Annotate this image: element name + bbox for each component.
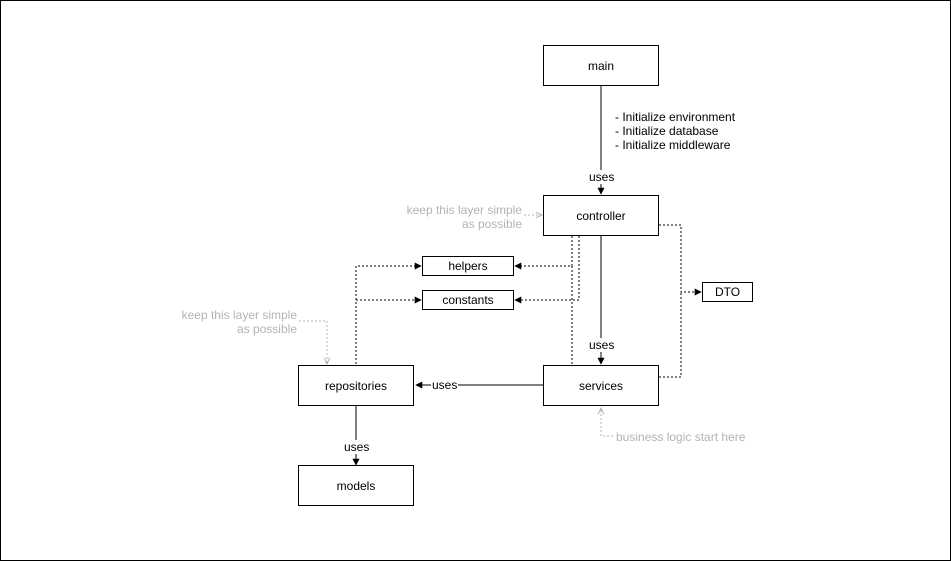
controller-label: controller: [576, 208, 626, 223]
constants-node: constants: [422, 290, 514, 310]
init-note-environment: - Initialize environment: [615, 110, 736, 124]
models-label: models: [336, 478, 376, 493]
repositories-label: repositories: [324, 378, 388, 393]
repositories-note: keep this layer simple as possible: [161, 308, 297, 336]
services-label: services: [578, 378, 623, 393]
controller-note-line2: as possible: [461, 217, 522, 231]
dto-node: DTO: [702, 282, 753, 302]
helpers-node: helpers: [422, 256, 514, 276]
edge-controller-helpers: [514, 236, 573, 270]
edge-controller-dto: [659, 224, 702, 296]
controller-note: keep this layer simple as possible: [387, 203, 522, 231]
services-node: services: [543, 365, 659, 406]
edge-label-main-controller: uses: [588, 170, 616, 184]
edge-label-repositories-models: uses: [343, 440, 371, 454]
main-label: main: [587, 58, 614, 73]
repositories-note-line1: keep this layer simple: [181, 308, 297, 322]
main-init-notes: - Initialize environment - Initialize da…: [615, 110, 735, 152]
controller-node: controller: [543, 195, 659, 236]
init-note-database: - Initialize database: [615, 124, 719, 138]
models-node: models: [298, 465, 414, 506]
note-pointer-repositories: [299, 320, 327, 364]
init-note-middleware: - Initialize middleware: [615, 138, 731, 152]
controller-note-line1: keep this layer simple: [406, 203, 522, 217]
repositories-note-line2: as possible: [236, 322, 297, 336]
edge-controller-constants: [514, 236, 580, 304]
main-node: main: [543, 45, 659, 86]
edge-repositories-helpers: [355, 262, 422, 364]
edge-label-services-repositories: uses: [431, 378, 459, 392]
note-pointer-services: [601, 408, 613, 437]
edge-services-dto: [659, 292, 682, 378]
helpers-label: helpers: [448, 259, 488, 273]
business-logic-note: business logic start here: [616, 430, 746, 444]
dto-label: DTO: [714, 285, 741, 299]
constants-label: constants: [442, 293, 494, 307]
edge-label-controller-services: uses: [588, 338, 616, 352]
repositories-node: repositories: [298, 365, 414, 406]
